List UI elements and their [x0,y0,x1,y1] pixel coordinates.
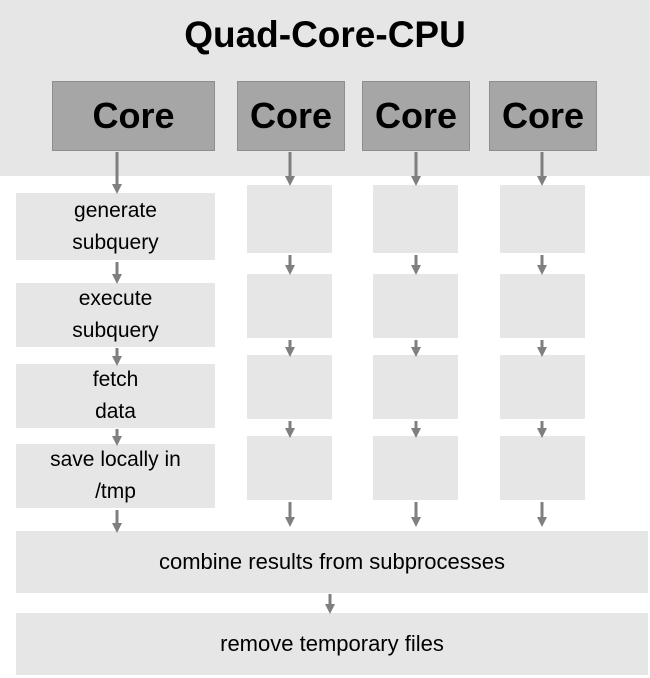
core3-step-1 [373,185,458,253]
remove-temp-files-box: remove temporary files [16,613,648,675]
core4-step-2 [500,274,585,338]
core2-step-1 [247,185,332,253]
step-save-locally: save locally in /tmp [16,444,215,508]
core3-step-3 [373,355,458,419]
cpu-title: Quad-Core-CPU [184,14,466,55]
core4-step-3 [500,355,585,419]
core2-step-3 [247,355,332,419]
core-box-2: Core [237,81,345,151]
step-execute-subquery: execute subquery [16,283,215,347]
core-box-4: Core [489,81,597,151]
core3-step-4 [373,436,458,500]
core2-step-2 [247,274,332,338]
core2-step-4 [247,436,332,500]
core-box-1: Core [52,81,215,151]
core-box-3: Core [362,81,470,151]
step-fetch-data: fetch data [16,364,215,428]
core4-step-4 [500,436,585,500]
core4-step-1 [500,185,585,253]
step-generate-subquery: generate subquery [16,193,215,260]
core3-step-2 [373,274,458,338]
combine-results-box: combine results from subprocesses [16,531,648,593]
